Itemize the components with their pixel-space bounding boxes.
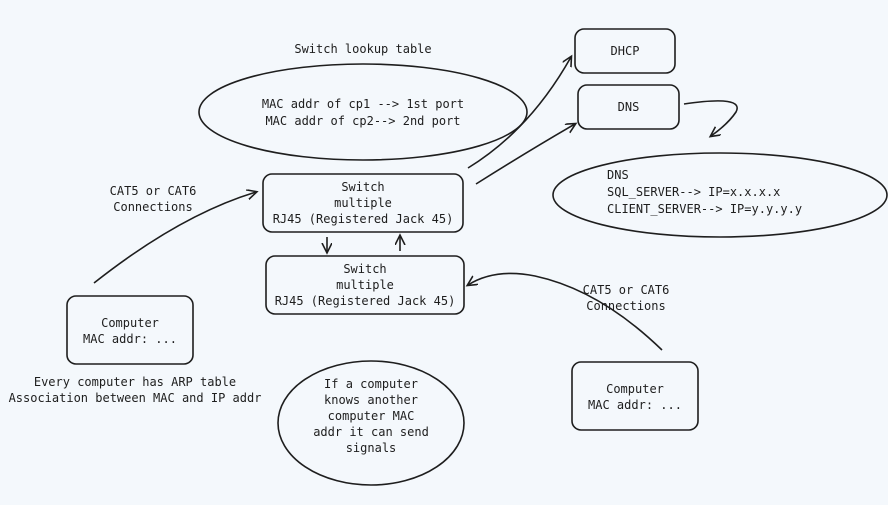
cable-right-line-1: CAT5 or CAT6: [582, 283, 670, 297]
switch-bottom-line-2: multiple: [336, 278, 394, 292]
cable-right-line-2: Connections: [586, 299, 666, 313]
lookup-table-title: Switch lookup table: [294, 42, 432, 56]
lookup-line-2: MAC addr of cp2--> 2nd port: [265, 114, 461, 128]
signal-note-line-5: signals: [345, 441, 397, 455]
computer-right-box[interactable]: [571, 361, 699, 431]
arrow-computer-right-to-switch[interactable]: [468, 272, 663, 351]
cable-left-line-1: CAT5 or CAT6: [109, 184, 197, 198]
switch-top-box[interactable]: [262, 173, 464, 233]
lookup-line-1: MAC addr of cp1 --> 1st port: [261, 97, 465, 111]
computer-right-line-1: Computer: [606, 382, 664, 396]
cable-left-line-2: Connections: [113, 200, 193, 214]
dns-table-line-1: SQL_SERVER--> IP=x.x.x.x: [607, 185, 781, 199]
arrow-dns-to-dns-table[interactable]: [683, 100, 738, 136]
arp-note-line-1: Every computer has ARP table: [33, 375, 237, 389]
switch-top-line-2: multiple: [334, 196, 392, 210]
computer-left-line-2: MAC addr: ...: [83, 332, 177, 346]
computer-right-line-2: MAC addr: ...: [588, 398, 682, 412]
signal-note-line-3: computer MAC: [327, 409, 415, 423]
dns-box-label: DNS: [617, 100, 640, 114]
dhcp-label: DHCP: [610, 44, 640, 58]
signal-note-ellipse[interactable]: [277, 360, 465, 486]
signal-note-line-2: knows another: [324, 393, 418, 407]
lookup-table-ellipse[interactable]: [198, 63, 528, 161]
computer-left-line-1: Computer: [101, 316, 159, 330]
arrow-switch-to-dhcp[interactable]: [467, 57, 571, 169]
arrow-computer-left-to-switch[interactable]: [93, 192, 256, 284]
switch-top-line-1: Switch: [341, 180, 385, 194]
switch-bottom-line-3: RJ45 (Registered Jack 45): [274, 294, 456, 308]
arp-note-line-2: Association between MAC and IP addr: [8, 391, 262, 405]
dhcp-box[interactable]: [574, 28, 676, 74]
switch-bottom-box[interactable]: [265, 255, 465, 315]
computer-left-box[interactable]: [66, 295, 194, 365]
arrow-switch-to-dns[interactable]: [475, 124, 575, 185]
dns-table-line-2: CLIENT_SERVER--> IP=y.y.y.y: [607, 202, 803, 216]
dns-table-ellipse[interactable]: [552, 152, 888, 238]
dns-box[interactable]: [577, 84, 680, 130]
dns-table-title: DNS: [607, 168, 629, 182]
signal-note-line-1: If a computer: [324, 377, 418, 391]
switch-bottom-line-1: Switch: [343, 262, 387, 276]
signal-note-line-4: addr it can send: [313, 425, 429, 439]
switch-top-line-3: RJ45 (Registered Jack 45): [272, 212, 454, 226]
